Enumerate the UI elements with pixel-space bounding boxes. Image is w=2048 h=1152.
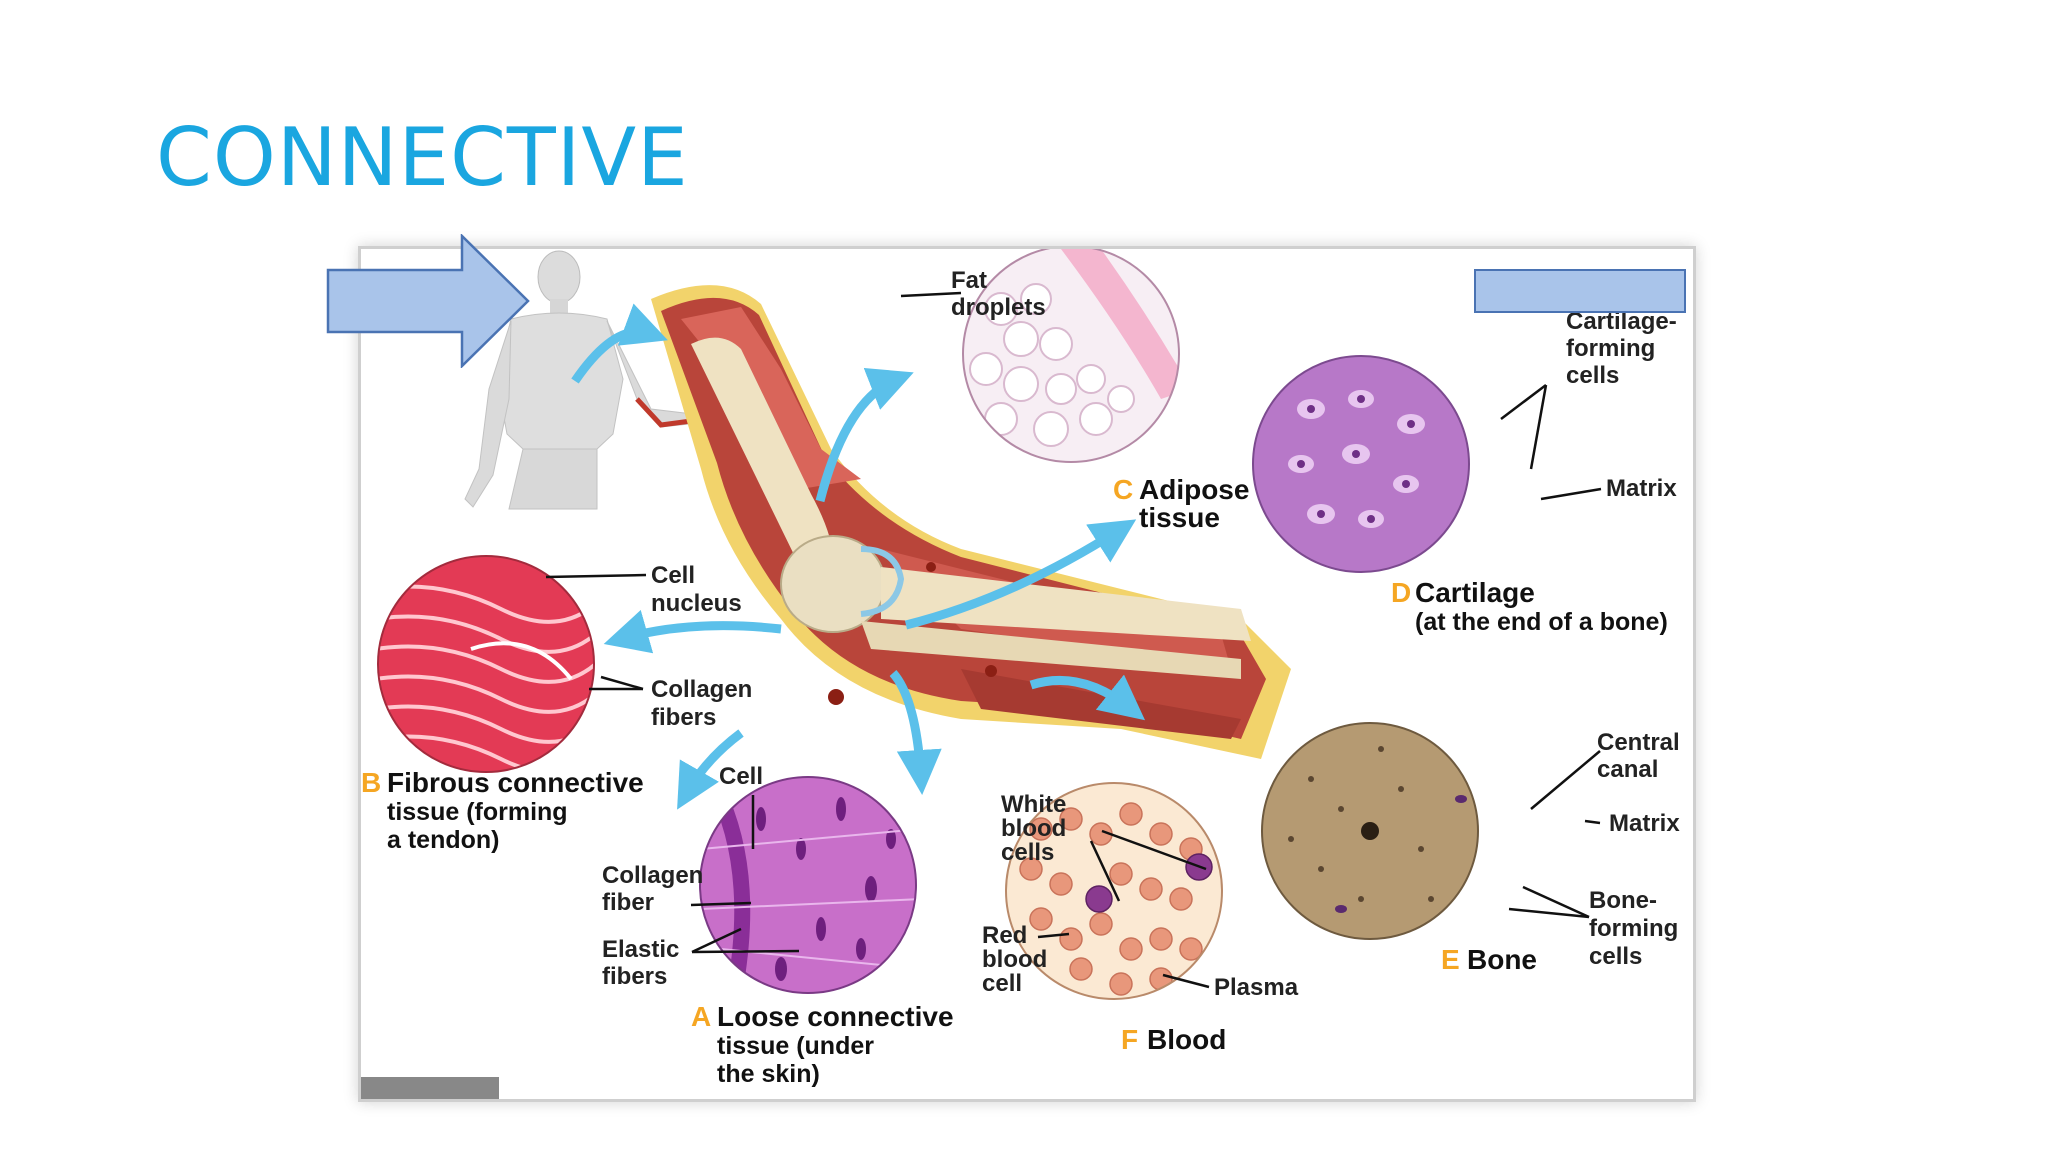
label-cartilage-forming-3: cells — [1566, 362, 1619, 389]
label-white: White — [1001, 791, 1066, 818]
caption-cartilage: Cartilage — [1415, 577, 1535, 608]
letter-d: D — [1391, 577, 1411, 608]
label-loose-collagen: Collagen — [602, 862, 703, 889]
label-bone-forming-2: forming — [1589, 915, 1678, 942]
caption-fibrous-1: Fibrous connective — [387, 767, 644, 798]
label-bone-forming-3: cells — [1589, 943, 1642, 970]
caption-fibrous-2: tissue (forming — [387, 798, 568, 826]
bone-micrograph — [1261, 722, 1479, 940]
caption-loose-1: Loose connective — [717, 1001, 954, 1032]
tissue-arrows — [571, 303, 1146, 810]
label-canal: canal — [1597, 756, 1658, 783]
label-red-blood: blood — [982, 946, 1047, 973]
label-droplets: droplets — [951, 294, 1046, 321]
label-cover-box — [1474, 269, 1686, 313]
label-bone-forming-1: Bone- — [1589, 887, 1657, 914]
letter-e: E — [1441, 944, 1460, 975]
caption-cartilage-sub: (at the end of a bone) — [1415, 608, 1668, 636]
human-figure-illustration — [464, 250, 722, 510]
caption-fibrous-3: a tendon) — [387, 826, 500, 854]
label-nucleus: nucleus — [651, 590, 742, 617]
letter-b: B — [361, 767, 381, 798]
letter-c: C — [1113, 474, 1133, 505]
caption-adipose: Adipose — [1139, 474, 1249, 505]
label-plasma: Plasma — [1214, 974, 1299, 1001]
label-bone-matrix: Matrix — [1609, 810, 1680, 837]
label-central: Central — [1597, 729, 1680, 756]
label-white-cells: cells — [1001, 839, 1054, 866]
caption-loose-2: tissue (under — [717, 1032, 874, 1060]
label-red: Red — [982, 922, 1027, 949]
leader-lines — [545, 291, 1602, 989]
right-arrow-shape — [326, 234, 530, 368]
slide-title: CONNECTIVE — [156, 111, 689, 204]
letter-a: A — [691, 1001, 711, 1032]
label-cell: Cell — [651, 562, 695, 589]
label-fibers: fibers — [651, 704, 716, 731]
label-elastic-fibers: fibers — [602, 963, 667, 990]
connective-tissue-figure: Fat droplets C Adipose tissue Cartilage-… — [358, 246, 1696, 1102]
figure-corner-tab — [361, 1077, 499, 1099]
caption-blood: Blood — [1147, 1024, 1226, 1055]
label-elastic: Elastic — [602, 936, 679, 963]
label-loose-fiber: fiber — [602, 889, 654, 916]
label-fat: Fat — [951, 267, 987, 294]
label-collagen: Collagen — [651, 676, 752, 703]
caption-bone: Bone — [1467, 944, 1537, 975]
arm-cross-section-illustration — [651, 285, 1291, 759]
label-cartilage-forming-2: forming — [1566, 335, 1655, 362]
label-cartilage-matrix: Matrix — [1606, 475, 1677, 502]
caption-tissue: tissue — [1139, 502, 1220, 533]
loose-connective-micrograph — [699, 776, 917, 994]
caption-loose-3: the skin) — [717, 1060, 820, 1088]
label-red-cell: cell — [982, 970, 1022, 997]
adipose-micrograph — [962, 249, 1180, 463]
fibrous-connective-micrograph — [377, 555, 595, 773]
cartilage-micrograph — [1252, 355, 1470, 573]
label-loose-cell: Cell — [719, 763, 763, 790]
letter-f: F — [1121, 1024, 1138, 1055]
label-white-blood: blood — [1001, 815, 1066, 842]
